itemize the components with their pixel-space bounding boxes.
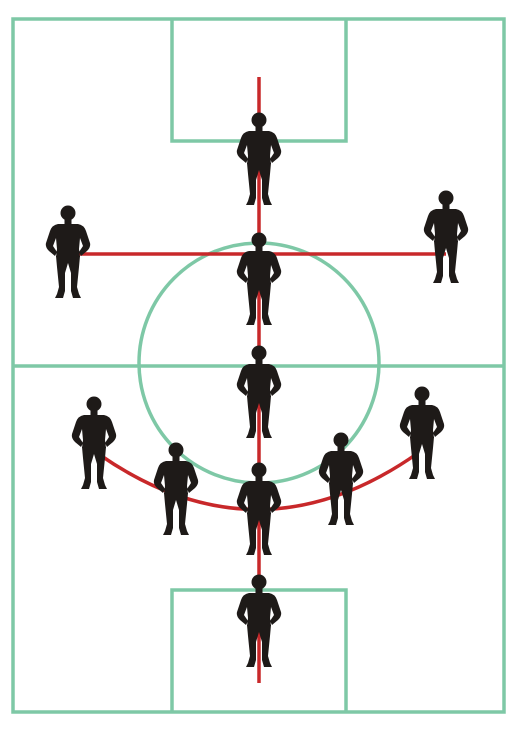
player-silhouette-icon [423, 190, 469, 283]
players [45, 112, 469, 667]
player-silhouette-icon [399, 386, 445, 479]
player-silhouette-icon [318, 432, 364, 525]
player-silhouette-icon [153, 442, 199, 535]
player-silhouette-icon [71, 396, 117, 489]
player-silhouette-icon [45, 205, 91, 298]
